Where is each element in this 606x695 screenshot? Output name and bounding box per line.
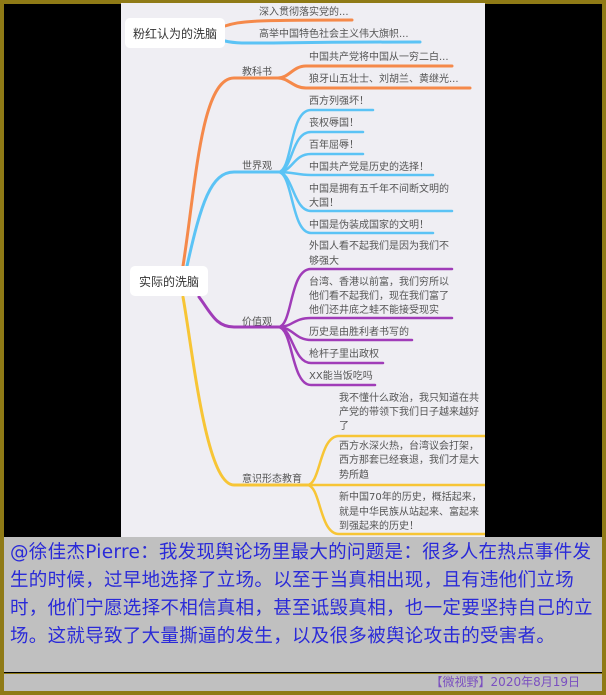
mind-map-image: 粉红认为的洗脑 深入贯彻落实党的... 高举中国特色社会主义伟大旗帜... 实际… (121, 3, 485, 537)
connector (276, 76, 472, 90)
connector (181, 76, 280, 268)
node[interactable]: 他们看不起我们，现在我们富了 (309, 291, 449, 302)
branch-values[interactable]: 价值观 (242, 317, 272, 328)
node[interactable]: 枪杆子里出政权 (309, 349, 379, 360)
node[interactable]: 百年屈辱！ (309, 140, 359, 151)
node[interactable]: 西方列强坏！ (309, 96, 369, 107)
node[interactable]: 我不懂什么政治，我只知道在共 (339, 393, 479, 404)
node[interactable]: 外国人看不起我们是因为我们不 (309, 241, 449, 252)
node[interactable]: 中国是伪装成国家的文明！ (309, 220, 429, 231)
node[interactable]: 高举中国特色社会主义伟大旗帜... (259, 29, 409, 40)
node[interactable]: 他们还井底之蛙不能接受现实 (309, 305, 439, 316)
node[interactable]: 了 (339, 421, 349, 432)
node[interactable]: 就是中华民族从站起来、富起来 (339, 507, 479, 518)
root-node-perceived[interactable]: 粉红认为的洗脑 (125, 18, 225, 48)
node[interactable]: 狼牙山五壮士、刘胡兰、黄继光... (309, 74, 459, 85)
node[interactable]: 丧权辱国！ (309, 118, 359, 129)
node[interactable]: 中国是拥有五千年不间断文明的 (309, 184, 449, 195)
connector (185, 170, 280, 268)
branch-textbook[interactable]: 教科书 (242, 67, 272, 78)
node[interactable]: 产党的带领下我们日子越来越好 (339, 407, 479, 418)
node[interactable]: 中国共产党是历史的选择！ (309, 162, 429, 173)
branch-ideology[interactable]: 意识形态教育 (242, 474, 302, 485)
node[interactable]: 到强起来的历史！ (339, 521, 419, 532)
node[interactable]: 够强大 (309, 256, 339, 267)
connector (181, 295, 309, 487)
node[interactable]: 历史是由胜利者书写的 (309, 327, 409, 338)
connector (223, 18, 354, 28)
node[interactable]: 台湾、香港以前富，我们穷所以 (309, 277, 449, 288)
node[interactable]: 西方那套已经衰退，我们才是大 (339, 455, 479, 466)
node[interactable]: 势所趋 (339, 470, 369, 481)
node[interactable]: 新中国70年的历史，概括起来， (339, 492, 482, 503)
node[interactable]: 中国共产党将中国从一穷二白... (309, 52, 449, 63)
root-node-actual[interactable]: 实际的洗脑 (130, 266, 208, 296)
node[interactable]: 深入贯彻落实党的... (259, 7, 349, 18)
node[interactable]: XX能当饭吃吗 (309, 371, 373, 382)
connector (197, 295, 280, 329)
mind-map-connectors (181, 18, 485, 536)
connector (223, 39, 422, 45)
node[interactable]: 西方水深火热，台湾议会打架， (339, 441, 479, 452)
node[interactable]: 大国！ (309, 198, 339, 209)
branch-worldview[interactable]: 世界观 (242, 161, 272, 172)
caption-text: @徐佳杰Pierre：我发现舆论场里最大的问题是：很多人在热点事件发生的时候，过… (4, 537, 602, 672)
source-footer: 【微视野】2020年8月19日 (4, 673, 602, 691)
